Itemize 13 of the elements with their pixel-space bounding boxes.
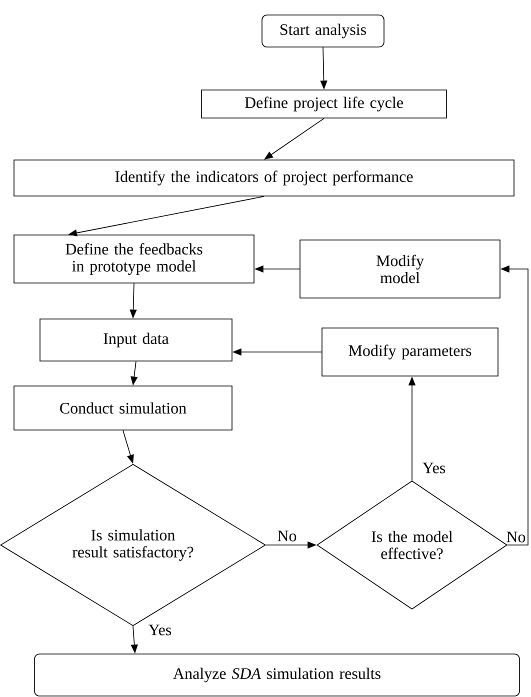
process-box: Define the feedbacks in prototype model: [14, 234, 254, 284]
process-box: Modify parameters: [322, 328, 498, 376]
start-box: Start analysis: [262, 14, 384, 48]
process-box: Identify the indicators of project performance: [14, 160, 514, 196]
edge-label: Yes: [422, 462, 446, 474]
edge-label: No: [506, 532, 526, 542]
edge-label: Yes: [148, 624, 172, 636]
process-box: Define project life cycle: [201, 90, 447, 118]
process-box: Conduct simulation: [14, 386, 232, 430]
edge-label: No: [278, 530, 296, 542]
end-box: Analyze SDA simulation results: [34, 654, 520, 696]
process-box: Input data: [40, 318, 232, 362]
process-box: Modify model: [300, 240, 500, 298]
